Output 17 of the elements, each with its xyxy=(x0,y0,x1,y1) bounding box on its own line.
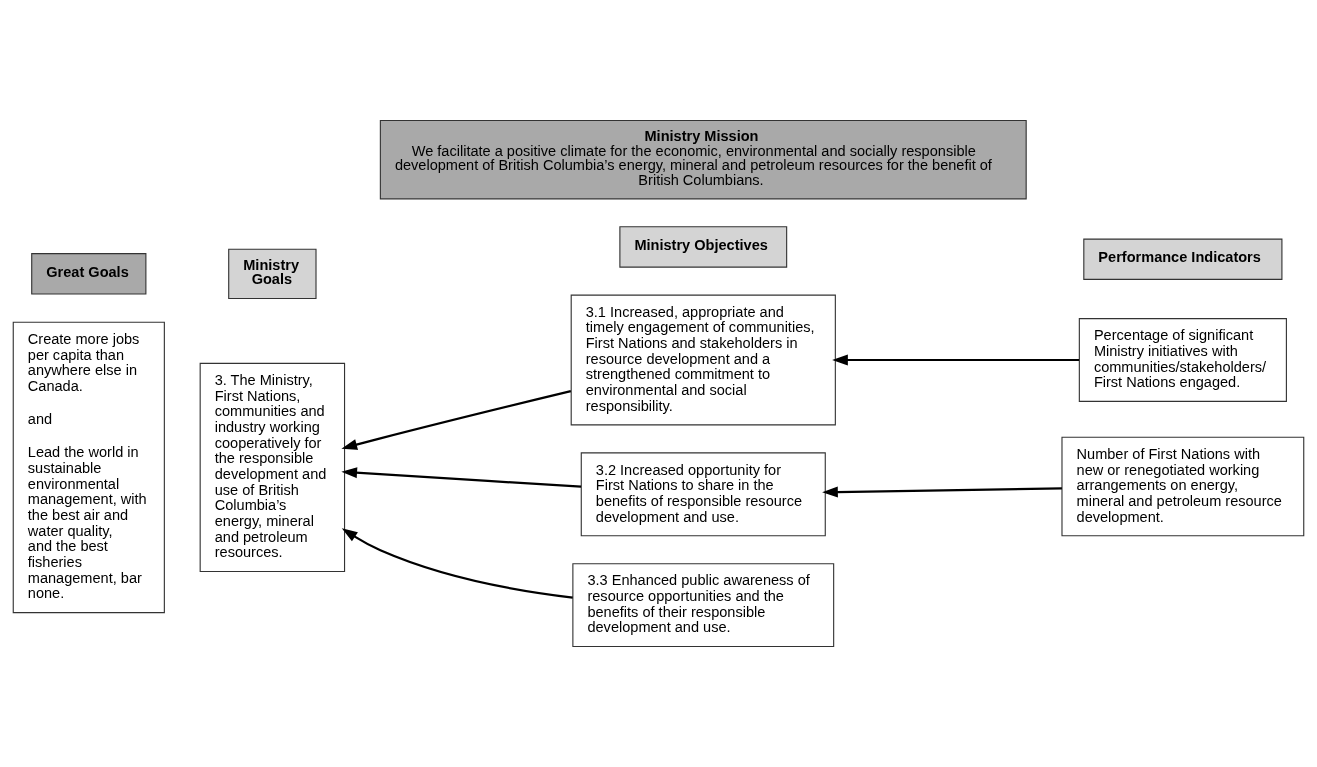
node-box: Number of First Nations with new or renegotiated working arrangements on energy, mineral and petroleum resource development. xyxy=(1061,436,1305,537)
node-box: 3.2 Increased opportunity for First Nations to share in the benefits of responsible resource development and use. xyxy=(580,452,826,537)
node-box: Ministry Mission We facilitate a positive climate for the economic, environmental and socially responsible development of British Columbia’s energy, mineral and petroleum resources for the benefit of British Columbians. xyxy=(379,119,1027,200)
node-box: Percentage of significant Ministry initiatives with communities/stakeholders/ First Nations engaged. xyxy=(1078,318,1287,402)
node-box: Create more jobs per capita than anywhere else in Canada. and Lead the world in sustainable environmental management, with the best air and water quality, and the best fisheries management, bar none. xyxy=(12,321,165,614)
node-box: 3.1 Increased, appropriate and timely engagement of communities, First Nations and stakeholders in resource development and a strengthened commitment to environmental and social responsibility. xyxy=(570,294,836,426)
arrow xyxy=(341,467,582,488)
arrow xyxy=(341,528,573,599)
arrow xyxy=(832,354,1080,366)
node-box: Ministry Goals xyxy=(228,248,317,299)
node-box: 3.3 Enhanced public awareness of resource opportunities and the benefits of their responsible development and use. xyxy=(572,563,835,648)
arrow xyxy=(822,486,1062,498)
node-box: Great Goals xyxy=(31,253,147,295)
node-box: 3. The Ministry, First Nations, communities and industry working cooperatively for the responsible development and use of British Columbia’s energy, mineral and petroleum resources. xyxy=(199,362,346,573)
node-box: Performance Indicators xyxy=(1083,238,1283,280)
node-box: Ministry Objectives xyxy=(619,226,788,268)
arrow xyxy=(341,390,572,450)
